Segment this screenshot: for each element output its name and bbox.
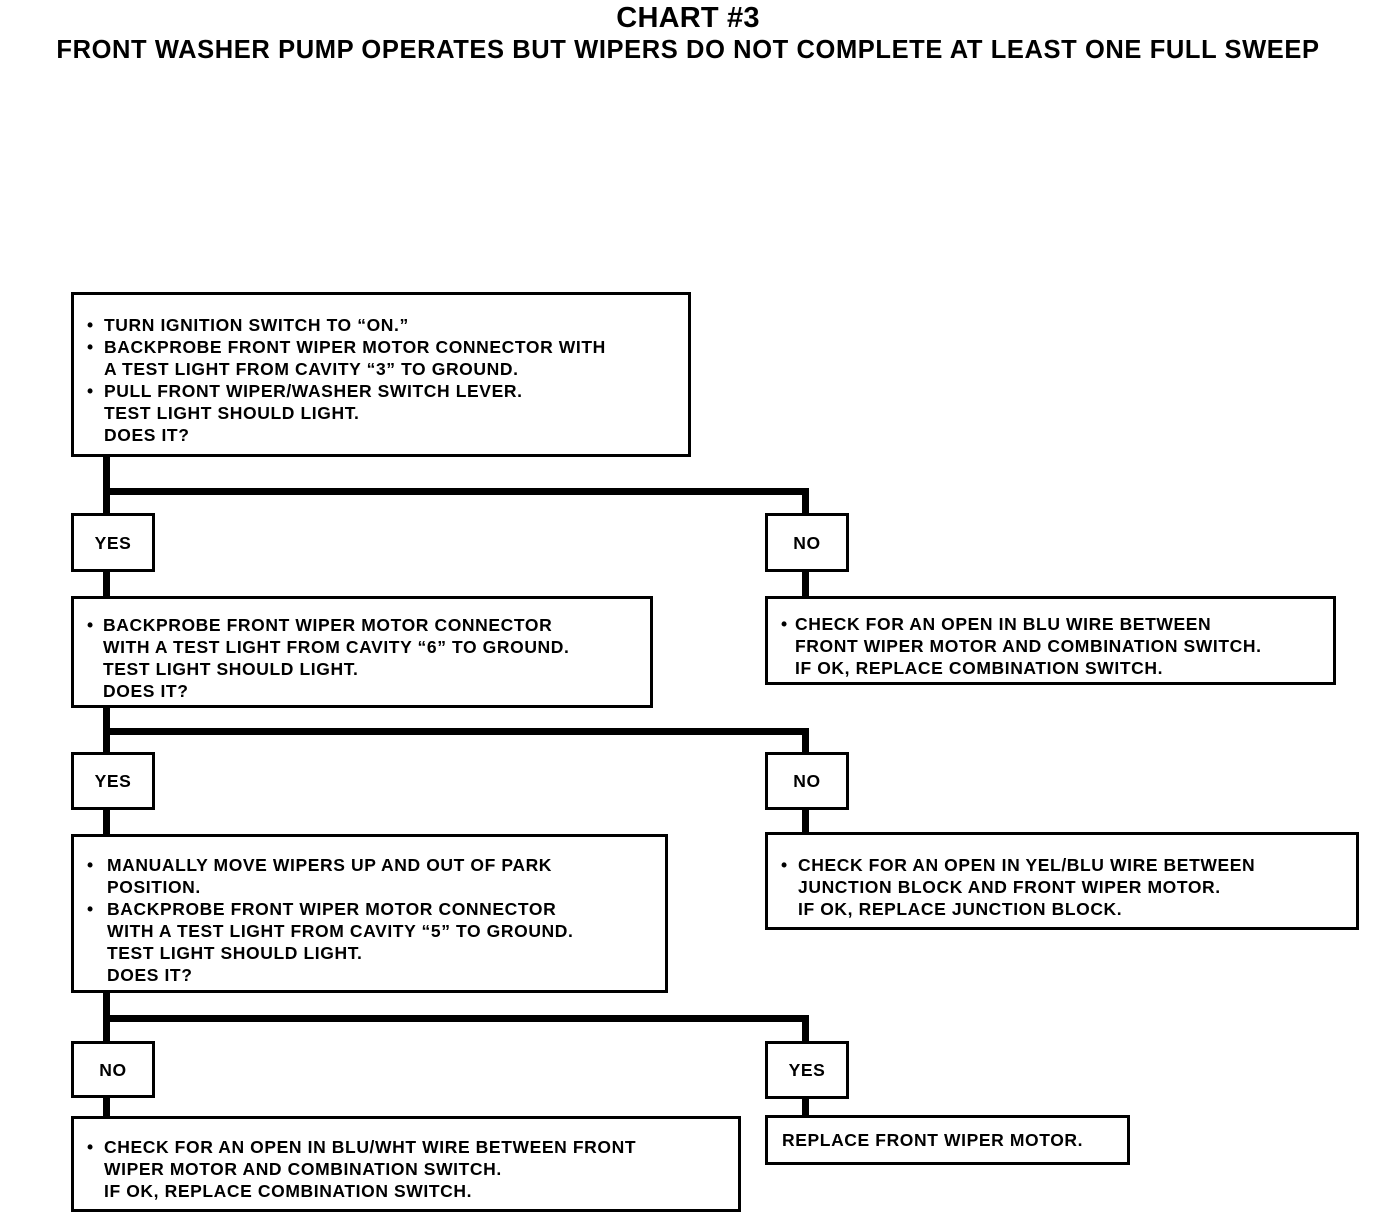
result-text: CHECK FOR AN OPEN IN BLU/WHT WIRE BETWEE… <box>74 1136 738 1158</box>
step-text: DOES IT? <box>103 681 189 701</box>
branch-label-no: NO <box>765 752 849 810</box>
connector <box>802 728 809 754</box>
branch-label-yes: YES <box>71 513 155 572</box>
result-text: FRONT WIPER MOTOR AND COMBINATION SWITCH… <box>795 636 1262 656</box>
step-text: TURN IGNITION SWITCH TO “ON.” <box>74 314 688 336</box>
result-box-3: CHECK FOR AN OPEN IN BLU/WHT WIRE BETWEE… <box>71 1116 741 1212</box>
step-text: DOES IT? <box>107 965 193 985</box>
branch-label-no: NO <box>765 513 849 572</box>
result-box-4: REPLACE FRONT WIPER MOTOR. <box>765 1115 1130 1165</box>
step-text: TEST LIGHT SHOULD LIGHT. <box>103 659 359 679</box>
result-box-1: CHECK FOR AN OPEN IN BLU WIRE BETWEEN FR… <box>765 596 1336 685</box>
step-text: PULL FRONT WIPER/WASHER SWITCH LEVER. <box>74 380 688 402</box>
result-text: REPLACE FRONT WIPER MOTOR. <box>782 1130 1084 1150</box>
connector <box>802 570 809 598</box>
connector <box>103 808 110 836</box>
connector <box>802 1015 809 1043</box>
step-text: BACKPROBE FRONT WIPER MOTOR CONNECTOR <box>74 614 650 636</box>
step-text: A TEST LIGHT FROM CAVITY “3” TO GROUND. <box>104 359 519 379</box>
step-box-3: MANUALLY MOVE WIPERS UP AND OUT OF PARK … <box>71 834 668 993</box>
branch-label-no: NO <box>71 1041 155 1098</box>
branch-label-yes: YES <box>71 752 155 810</box>
connector <box>103 1096 110 1118</box>
result-text: CHECK FOR AN OPEN IN BLU WIRE BETWEEN <box>768 613 1333 635</box>
step-text: BACKPROBE FRONT WIPER MOTOR CONNECTOR <box>74 898 665 920</box>
connector <box>802 808 809 834</box>
result-text: IF OK, REPLACE COMBINATION SWITCH. <box>104 1181 473 1201</box>
step-text: TEST LIGHT SHOULD LIGHT. <box>107 943 363 963</box>
result-text: JUNCTION BLOCK AND FRONT WIPER MOTOR. <box>798 877 1221 897</box>
result-box-2: CHECK FOR AN OPEN IN YEL/BLU WIRE BETWEE… <box>765 832 1359 930</box>
result-text: WIPER MOTOR AND COMBINATION SWITCH. <box>104 1159 502 1179</box>
connector <box>802 1097 809 1117</box>
connector <box>103 1015 809 1022</box>
step-text: DOES IT? <box>104 425 190 445</box>
connector <box>103 488 809 495</box>
step-text: BACKPROBE FRONT WIPER MOTOR CONNECTOR WI… <box>74 336 688 358</box>
step-text: WITH A TEST LIGHT FROM CAVITY “5” TO GRO… <box>107 921 574 941</box>
step-text: POSITION. <box>107 877 201 897</box>
step-text: WITH A TEST LIGHT FROM CAVITY “6” TO GRO… <box>103 637 570 657</box>
step-text: MANUALLY MOVE WIPERS UP AND OUT OF PARK <box>74 854 665 876</box>
chart-subtitle: FRONT WASHER PUMP OPERATES BUT WIPERS DO… <box>56 36 1320 64</box>
result-text: IF OK, REPLACE COMBINATION SWITCH. <box>795 658 1164 678</box>
connector <box>103 455 110 515</box>
step-box-2: BACKPROBE FRONT WIPER MOTOR CONNECTOR WI… <box>71 596 653 708</box>
step-text: TEST LIGHT SHOULD LIGHT. <box>104 403 360 423</box>
connector <box>103 570 110 598</box>
result-text: IF OK, REPLACE JUNCTION BLOCK. <box>798 899 1123 919</box>
result-text: CHECK FOR AN OPEN IN YEL/BLU WIRE BETWEE… <box>768 854 1356 876</box>
chart-title: CHART #3 <box>616 2 760 34</box>
connector <box>103 728 809 735</box>
branch-label-yes: YES <box>765 1041 849 1099</box>
step-box-1: TURN IGNITION SWITCH TO “ON.” BACKPROBE … <box>71 292 691 457</box>
connector <box>802 488 809 515</box>
